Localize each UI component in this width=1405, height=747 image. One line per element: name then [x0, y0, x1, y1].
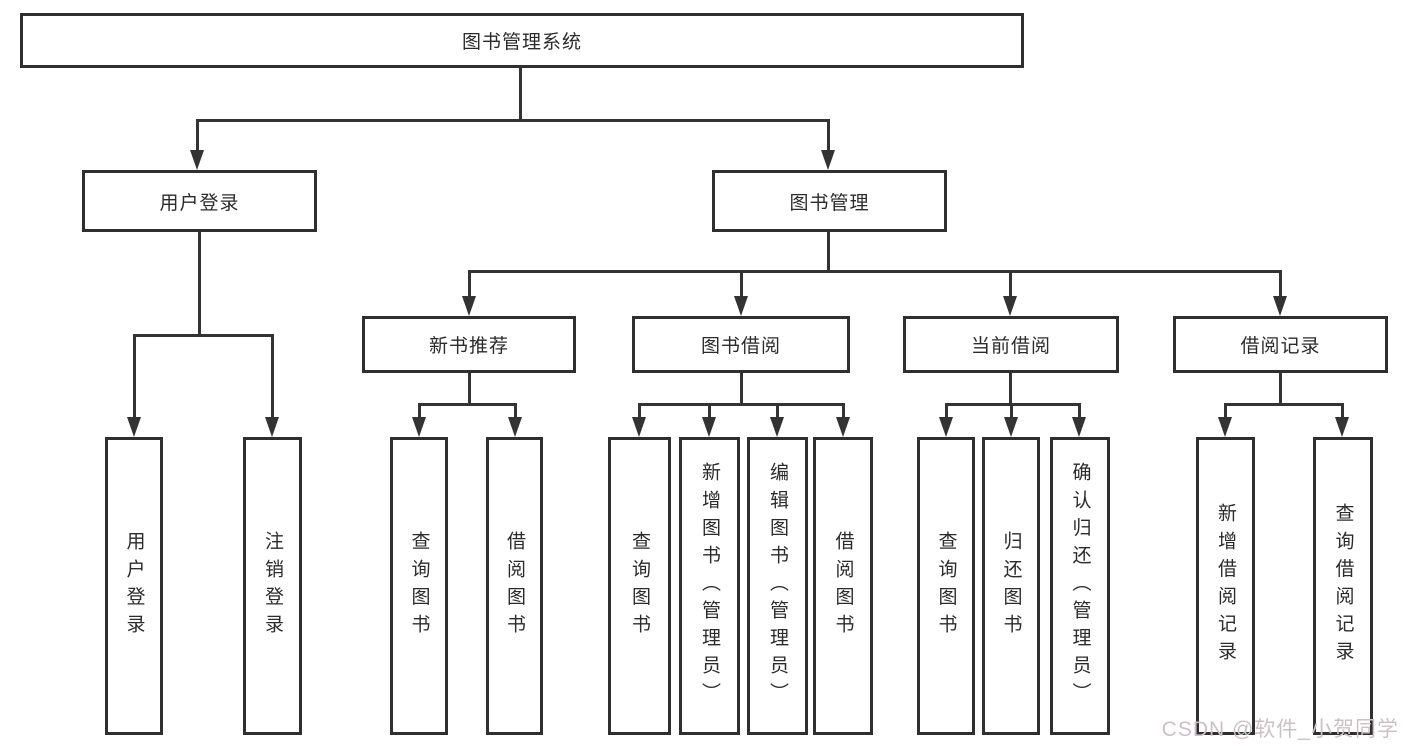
node-current-borrow-label: 当前借阅: [970, 336, 1051, 357]
connector-vline: [708, 403, 711, 423]
node-borrow-records-label: 借阅记录: [1240, 336, 1321, 357]
node-user-login: 用户登录: [82, 170, 317, 232]
csdn-watermark: CSDN @软件_小贺同学: [1161, 718, 1399, 741]
connector-vline: [196, 119, 199, 157]
connector-vline: [1279, 270, 1282, 300]
connector-hline: [418, 403, 517, 406]
leaf-borrow-books-1-label: 借阅图书: [504, 530, 525, 642]
node-book-borrow: 图书借阅: [632, 316, 850, 373]
connector-vline: [468, 270, 471, 300]
leaf-user-login: 用户登录: [105, 437, 163, 735]
arrow-down-icon: [632, 417, 646, 437]
leaf-query-books-2-label: 查询图书: [629, 530, 650, 642]
connector-vline: [827, 119, 830, 157]
leaf-query-books-2: 查询图书: [608, 437, 671, 735]
arrow-down-icon: [1218, 417, 1232, 437]
leaf-logout-label: 注销登录: [262, 530, 283, 642]
connector-vline: [133, 334, 136, 422]
leaf-return-books-label: 归还图书: [1000, 530, 1022, 642]
leaf-borrow-books-2: 借阅图书: [813, 437, 873, 735]
node-library-system-label: 图书管理系统: [461, 32, 582, 53]
leaf-user-login-label: 用户登录: [123, 530, 145, 642]
leaf-return-books: 归还图书: [982, 437, 1040, 735]
connector-vline: [842, 403, 845, 423]
connector-vline: [1224, 403, 1227, 423]
leaf-add-borrow-record-label: 新增借阅记录: [1215, 503, 1236, 669]
connector-vline: [418, 403, 421, 423]
arrow-down-icon: [1003, 296, 1017, 316]
arrow-down-icon: [836, 417, 850, 437]
connector-hline: [945, 403, 1081, 406]
connector-vline: [945, 403, 948, 423]
connector-vline: [638, 403, 641, 423]
connector-vline: [468, 373, 471, 406]
connector-vline: [776, 403, 779, 423]
node-user-login-label: 用户登录: [159, 192, 240, 214]
connector-vline: [1341, 403, 1344, 423]
connector-vline: [740, 373, 743, 406]
node-library-system: 图书管理系统: [20, 13, 1024, 68]
node-new-book-recommend-label: 新书推荐: [428, 336, 509, 357]
connector-vline: [1009, 270, 1012, 300]
arrow-down-icon: [190, 150, 204, 170]
connector-vline: [1010, 403, 1013, 423]
connector-vline: [1279, 373, 1282, 406]
leaf-borrow-books-1: 借阅图书: [486, 437, 543, 735]
node-new-book-recommend: 新书推荐: [362, 316, 576, 373]
arrow-down-icon: [1335, 417, 1349, 437]
connector-hline: [133, 334, 274, 337]
arrow-down-icon: [462, 296, 476, 316]
arrow-down-icon: [508, 417, 522, 437]
leaf-add-book-admin-label: 新增图书（管理员）: [699, 462, 720, 710]
leaf-add-borrow-record: 新增借阅记录: [1196, 437, 1255, 735]
leaf-query-books-3: 查询图书: [917, 437, 975, 735]
leaf-query-borrow-record: 查询借阅记录: [1313, 437, 1373, 735]
leaf-add-book-admin: 新增图书（管理员）: [679, 437, 740, 735]
connector-vline: [1078, 403, 1081, 423]
arrow-down-icon: [412, 417, 426, 437]
leaf-edit-book-admin-label: 编辑图书（管理员）: [767, 462, 788, 710]
arrow-down-icon: [821, 150, 835, 170]
connector-vline: [514, 403, 517, 423]
connector-hline: [1224, 403, 1343, 406]
arrow-down-icon: [702, 417, 716, 437]
leaf-query-books-3-label: 查询图书: [935, 530, 957, 642]
arrow-down-icon: [265, 417, 279, 437]
connector-vline: [198, 232, 201, 337]
arrow-down-icon: [770, 417, 784, 437]
leaf-query-borrow-record-label: 查询借阅记录: [1332, 503, 1354, 669]
node-current-borrow: 当前借阅: [903, 316, 1119, 373]
leaf-confirm-return-admin-label: 确认归还（管理员）: [1069, 462, 1091, 710]
arrow-down-icon: [1004, 417, 1018, 437]
arrow-down-icon: [127, 417, 141, 437]
arrow-down-icon: [1072, 417, 1086, 437]
node-borrow-records: 借阅记录: [1173, 316, 1388, 373]
arrow-down-icon: [734, 296, 748, 316]
arrow-down-icon: [939, 417, 953, 437]
connector-vline: [740, 270, 743, 300]
connector-hline: [638, 403, 844, 406]
node-book-management: 图书管理: [712, 170, 947, 232]
leaf-confirm-return-admin: 确认归还（管理员）: [1050, 437, 1110, 735]
node-book-management-label: 图书管理: [789, 192, 870, 214]
leaf-borrow-books-2-label: 借阅图书: [832, 530, 854, 642]
connector-vline: [271, 334, 274, 422]
connector-vline: [1009, 373, 1012, 406]
connector-hline: [468, 270, 1281, 273]
connector-hline: [196, 119, 830, 122]
arrow-down-icon: [1273, 296, 1287, 316]
connector-vline: [519, 68, 522, 121]
node-book-borrow-label: 图书借阅: [700, 336, 781, 357]
leaf-query-books-1: 查询图书: [390, 437, 448, 735]
connector-vline: [827, 232, 830, 273]
leaf-query-books-1-label: 查询图书: [408, 530, 430, 642]
leaf-edit-book-admin: 编辑图书（管理员）: [747, 437, 808, 735]
leaf-logout: 注销登录: [243, 437, 302, 735]
